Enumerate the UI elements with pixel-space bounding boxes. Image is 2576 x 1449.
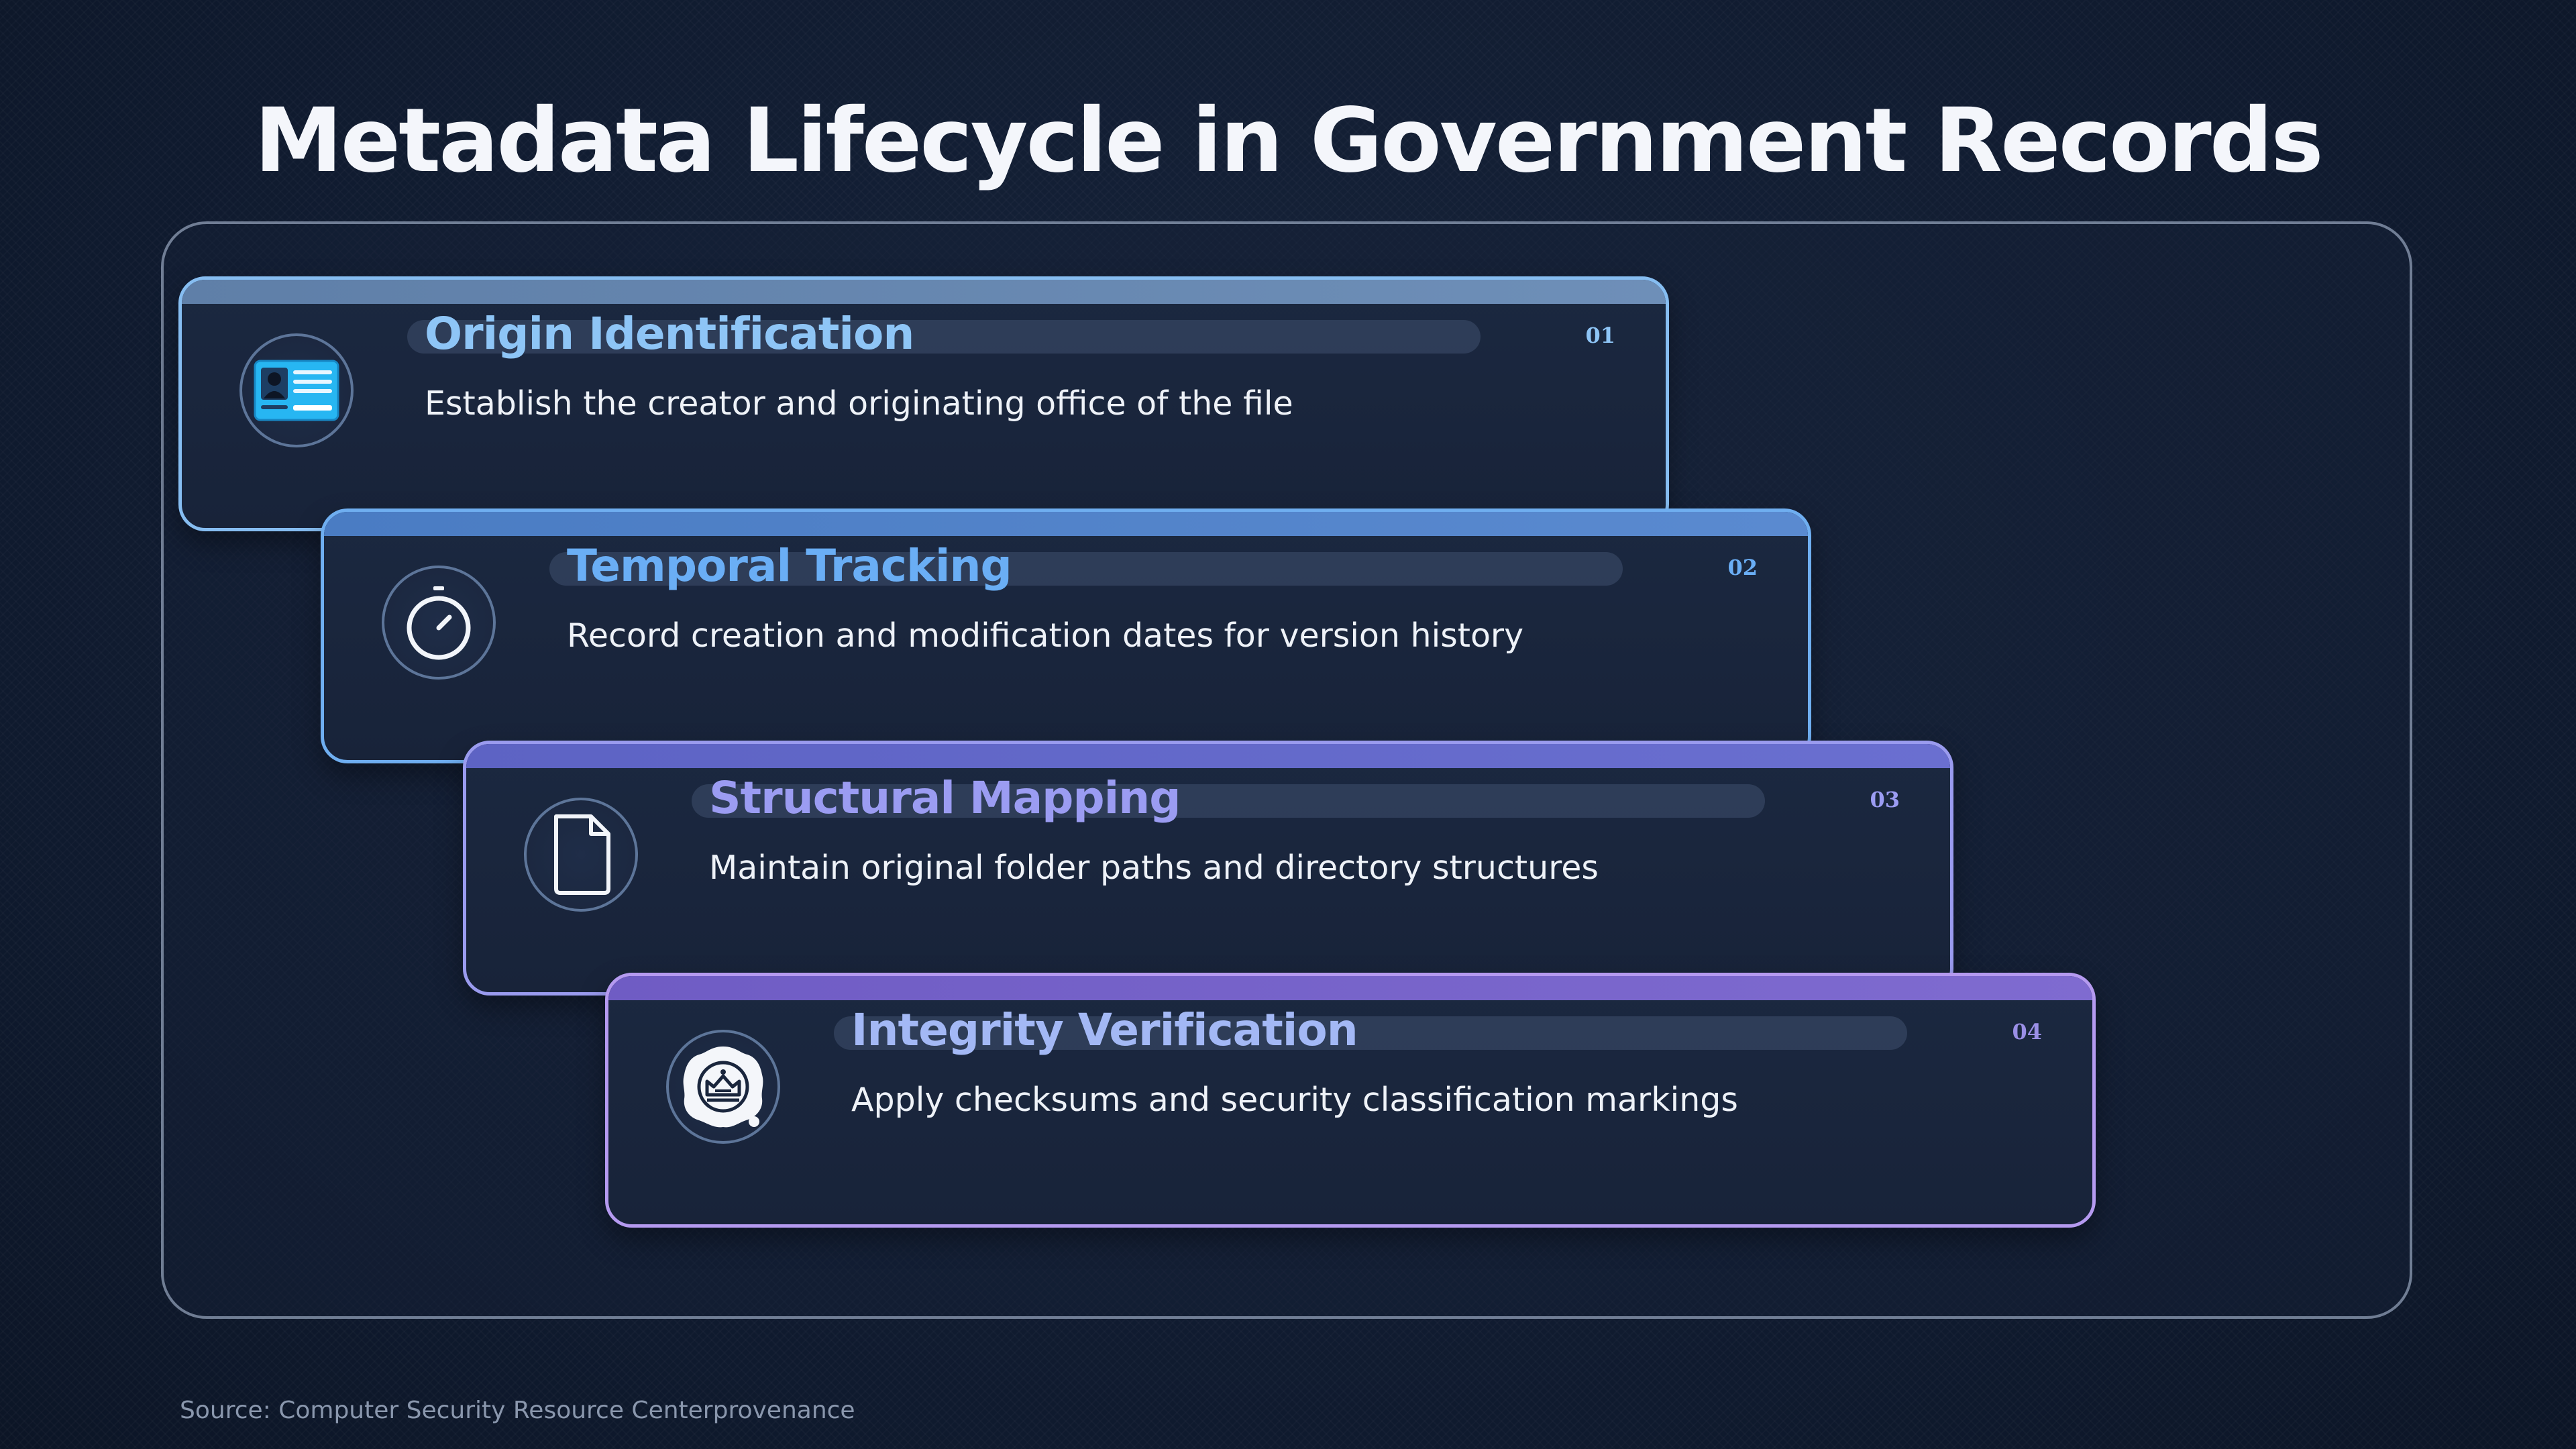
- card-top-bar: [608, 976, 2092, 1000]
- card-title-bar: [692, 784, 1765, 818]
- step-number: 02: [1727, 555, 1758, 580]
- seal-icon: [666, 1030, 780, 1144]
- card-title-bar: [407, 320, 1481, 354]
- step-title: Origin Identification: [425, 308, 914, 360]
- step-description: Establish the creator and originating of…: [425, 384, 1293, 423]
- card-top-bar: [466, 744, 1950, 768]
- step-title: Integrity Verification: [851, 1004, 1358, 1056]
- card-top-bar: [182, 280, 1666, 304]
- step-card-structural-mapping: Structural Mapping 03 Maintain original …: [463, 741, 1953, 996]
- stopwatch-icon: [382, 566, 496, 680]
- step-card-temporal-tracking: Temporal Tracking 02 Record creation and…: [321, 508, 1811, 763]
- step-number: 04: [2012, 1019, 2042, 1044]
- step-title: Structural Mapping: [709, 772, 1181, 824]
- step-description: Record creation and modification dates f…: [567, 616, 1524, 655]
- card-title-bar: [834, 1016, 1907, 1050]
- step-title: Temporal Tracking: [567, 540, 1012, 592]
- step-card-origin-identification: Origin Identification 01 Establish the c…: [178, 276, 1669, 531]
- step-description: Apply checksums and security classificat…: [851, 1081, 1738, 1119]
- document-icon: [524, 798, 638, 912]
- id-card-icon: [239, 333, 354, 447]
- source-note: Source: Computer Security Resource Cente…: [180, 1397, 855, 1424]
- step-number: 03: [1870, 787, 1900, 812]
- card-top-bar: [324, 512, 1808, 536]
- step-card-integrity-verification: Integrity Verification 04 Apply checksum…: [605, 973, 2096, 1228]
- step-description: Maintain original folder paths and direc…: [709, 849, 1599, 887]
- page-title: Metadata Lifecycle in Government Records: [254, 89, 2324, 193]
- card-title-bar: [549, 552, 1623, 586]
- step-number: 01: [1585, 323, 1615, 348]
